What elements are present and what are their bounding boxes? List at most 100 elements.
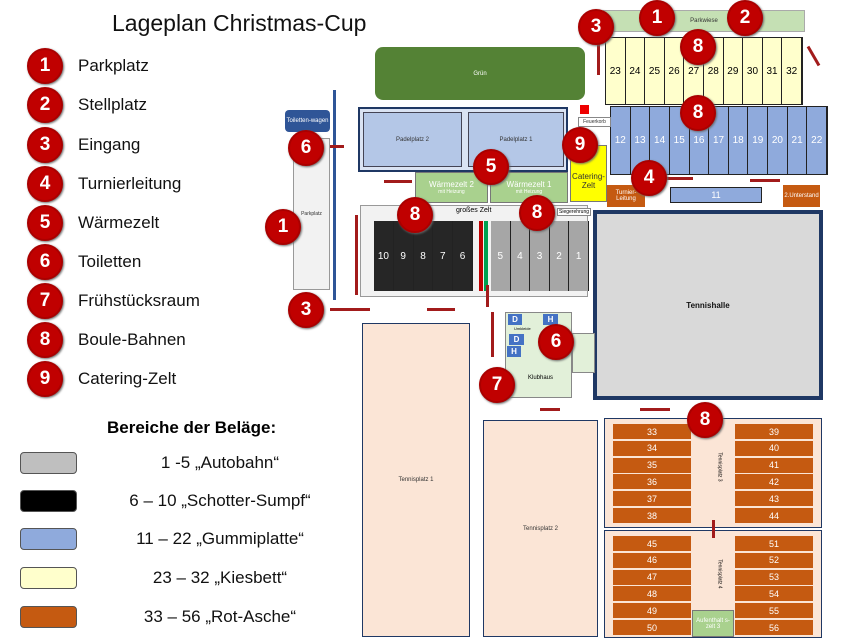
arrow [486,285,489,307]
arrow [665,177,693,180]
legend-marker-7: 7 [27,283,63,319]
court-12: 12 [611,107,631,174]
arrow [712,520,715,538]
path-line [333,90,336,300]
map-marker-5: 5 [473,149,509,185]
court-52: 52 [735,552,813,568]
court-11: 11 [670,187,762,203]
legend-label: Toiletten [78,252,142,271]
map-marker-4: 4 [631,160,667,196]
legend-marker-4: 4 [27,166,63,202]
court-45: 45 [613,536,691,551]
tennishalle: Tennishalle [593,210,823,400]
grosses-zelt-label: großes Zelt [456,207,492,214]
court-27: 27 [684,38,704,104]
arrow [597,40,600,75]
waermezelt-1-label: Wärmezelt 1 [506,180,552,189]
aufenthaltszelt-3: Aufenthalt s-zelt 3 [692,610,734,637]
court-43: 43 [735,491,813,507]
court-23: 23 [606,38,626,104]
court-25: 25 [645,38,665,104]
arrow [640,408,670,411]
legend-marker-1: 1 [27,48,63,84]
court-42: 42 [735,474,813,490]
surface-swatch [20,452,77,474]
court-33: 33 [613,424,691,439]
court-39: 39 [735,424,813,439]
court-14: 14 [650,107,670,174]
toilettenwagen: Toiletten-wagen [285,110,330,132]
court-4: 4 [511,221,531,291]
court-54: 54 [735,586,813,602]
arrow [330,145,344,148]
surfaces-title: Bereiche der Beläge: [107,418,277,437]
court-56: 56 [735,620,813,635]
map-marker-1: 1 [265,209,301,245]
legend-label: Frühstücksraum [78,291,200,310]
court-28: 28 [704,38,724,104]
umkleide-label: Umkleide [514,326,531,331]
court-1: 1 [569,221,589,291]
tennisplatz-2: Tennisplatz 2 [483,420,598,637]
legend-label: Parkplatz [78,56,149,75]
map-marker-8: 8 [680,29,716,65]
klubhaus-annex [572,333,595,373]
court-15: 15 [670,107,690,174]
map-marker-8: 8 [687,402,723,438]
map-marker-8: 8 [519,195,555,231]
court-26: 26 [665,38,685,104]
court-13: 13 [631,107,651,174]
padelplatz-2: Padelplatz 2 [363,112,462,167]
court-2: 2 [550,221,570,291]
heizung-label: mit Heizung [438,189,465,195]
court-53: 53 [735,569,813,585]
court-22: 22 [807,107,828,174]
map-marker-2: 2 [727,0,763,36]
map-marker-8: 8 [680,95,716,131]
map-marker-6: 6 [288,130,324,166]
surface-swatch [20,606,77,628]
legend-marker-2: 2 [27,87,63,123]
court-8: 8 [414,221,434,291]
court-16: 16 [690,107,710,174]
divider-green [484,221,488,291]
court-21: 21 [788,107,808,174]
feuerkorb-label: Feuerkorb [578,117,611,127]
feuerkorb-icon [580,105,589,114]
court-10: 10 [374,221,394,291]
court-55: 55 [735,603,813,619]
surface-swatch [20,567,77,589]
arrow [750,179,780,182]
arrow [427,308,455,311]
court-9: 9 [394,221,414,291]
surface-label: 23 – 32 „Kiesbett“ [152,568,288,587]
legend-label: Boule-Bahnen [78,330,186,349]
court-24: 24 [626,38,646,104]
map-marker-6: 6 [538,324,574,360]
surface-label: 11 – 22 „Gummiplatte“ [136,529,304,548]
arrow [355,215,358,295]
siegerehrung-label: Siegerehrung [557,208,592,216]
legend-label: Catering-Zelt [78,369,177,388]
surface-swatch [20,528,77,550]
court-3: 3 [530,221,550,291]
waermezelt-2-label: Wärmezelt 2 [429,180,474,189]
map-marker-7: 7 [479,367,515,403]
court-46: 46 [613,552,691,568]
court-17: 17 [709,107,729,174]
legend-label: Eingang [78,135,141,154]
arrow [330,308,370,311]
map-marker-3: 3 [288,292,324,328]
legend-label: Wärmezelt [78,213,160,232]
tennisplatz-3-label: Tennisplatz 3 [716,452,723,482]
court-41: 41 [735,457,813,473]
court-44: 44 [735,508,813,523]
arrow [540,408,560,411]
legend-marker-6: 6 [27,244,63,280]
tennisplatz-4-label: Tennisplatz 4 [716,559,723,589]
toilet-damen: D [508,314,522,325]
court-51: 51 [735,536,813,551]
court-48: 48 [613,586,691,602]
court-29: 29 [724,38,744,104]
